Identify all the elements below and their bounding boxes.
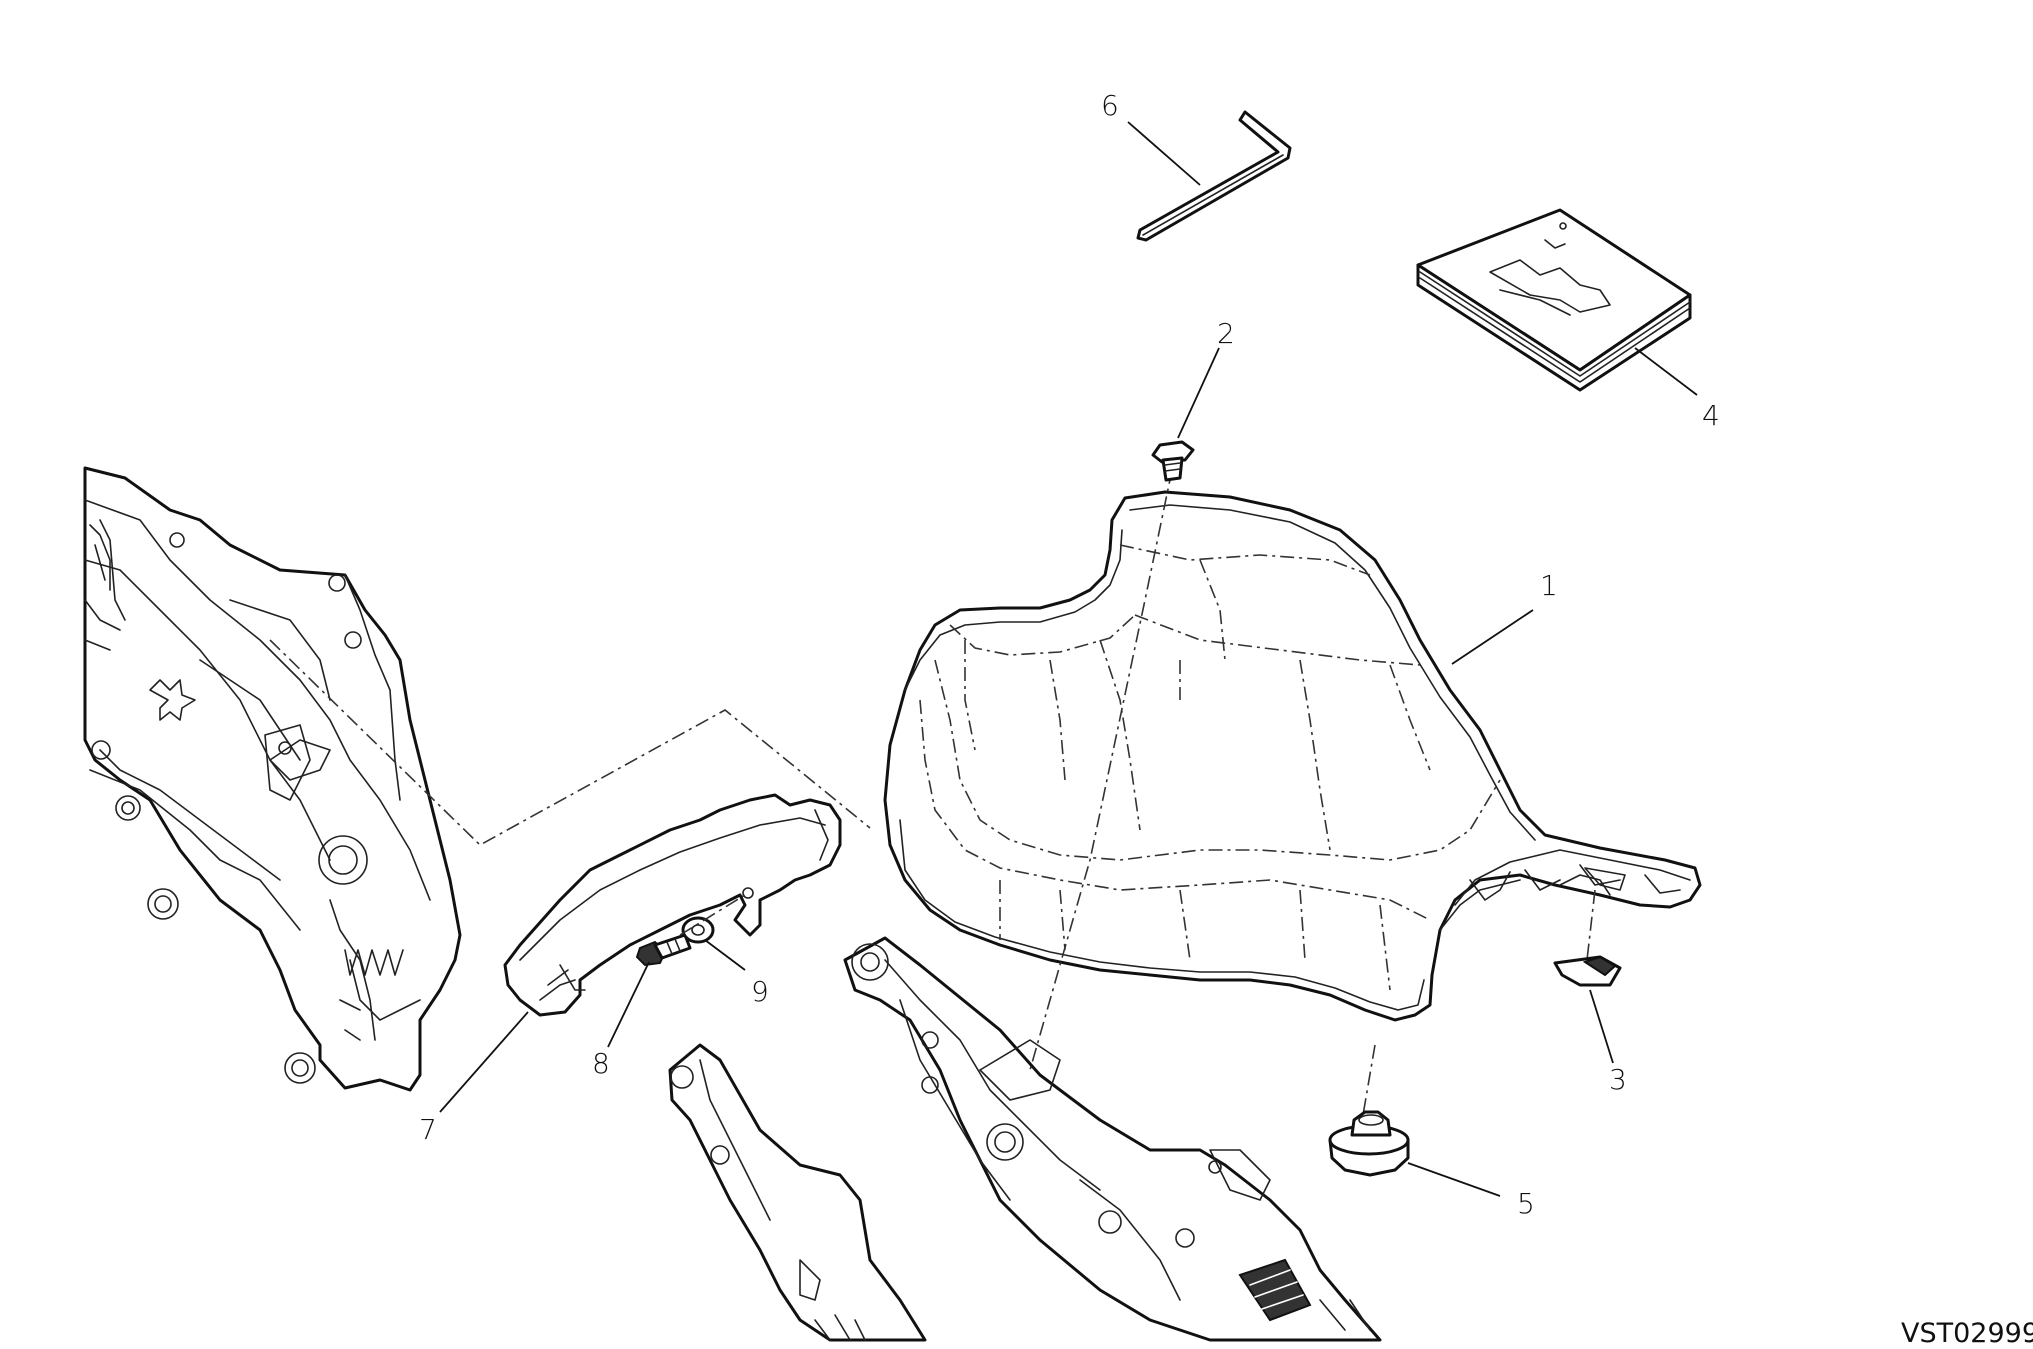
callout-3: 3 — [1609, 1063, 1627, 1096]
leader-5 — [1407, 1162, 1501, 1197]
callout-5: 5 — [1517, 1187, 1535, 1220]
callout-2: 2 — [1217, 317, 1235, 350]
axis-part-5 — [1362, 1044, 1376, 1116]
drawing-code: VST02999 — [1901, 1318, 2033, 1349]
leader-7 — [439, 1011, 529, 1113]
callout-4: 4 — [1702, 399, 1720, 432]
hex-key-part-6 — [1136, 110, 1292, 242]
leader-6 — [1127, 121, 1201, 186]
washer-part-9 — [681, 916, 715, 944]
callout-1: 1 — [1540, 569, 1558, 602]
rubber-bumper-part-5 — [1328, 1110, 1410, 1177]
rear-frame-left — [83, 466, 462, 1092]
leader-9 — [704, 939, 746, 971]
leader-8 — [607, 961, 650, 1048]
leader-3 — [1589, 989, 1614, 1064]
leader-2 — [1177, 347, 1220, 439]
axis-part-3 — [1586, 889, 1596, 961]
leader-1 — [1451, 609, 1534, 665]
clip-part-3 — [1553, 955, 1622, 987]
subframe-lower — [668, 936, 1382, 1342]
owners-manual-part-4 — [1416, 208, 1692, 392]
routing-line-7 — [269, 639, 871, 846]
callout-8: 8 — [592, 1047, 610, 1080]
seat-part-1 — [883, 490, 1702, 1022]
callout-6: 6 — [1101, 89, 1119, 122]
screw-part-2 — [1151, 440, 1195, 482]
screw-part-8 — [635, 933, 692, 967]
grab-strap-part-7 — [503, 793, 842, 1017]
axis-part-2 — [1029, 469, 1173, 1071]
leader-4 — [1634, 347, 1698, 396]
callout-7: 7 — [419, 1113, 437, 1146]
callout-9: 9 — [751, 975, 769, 1008]
axis-part-8-9 — [679, 892, 749, 936]
